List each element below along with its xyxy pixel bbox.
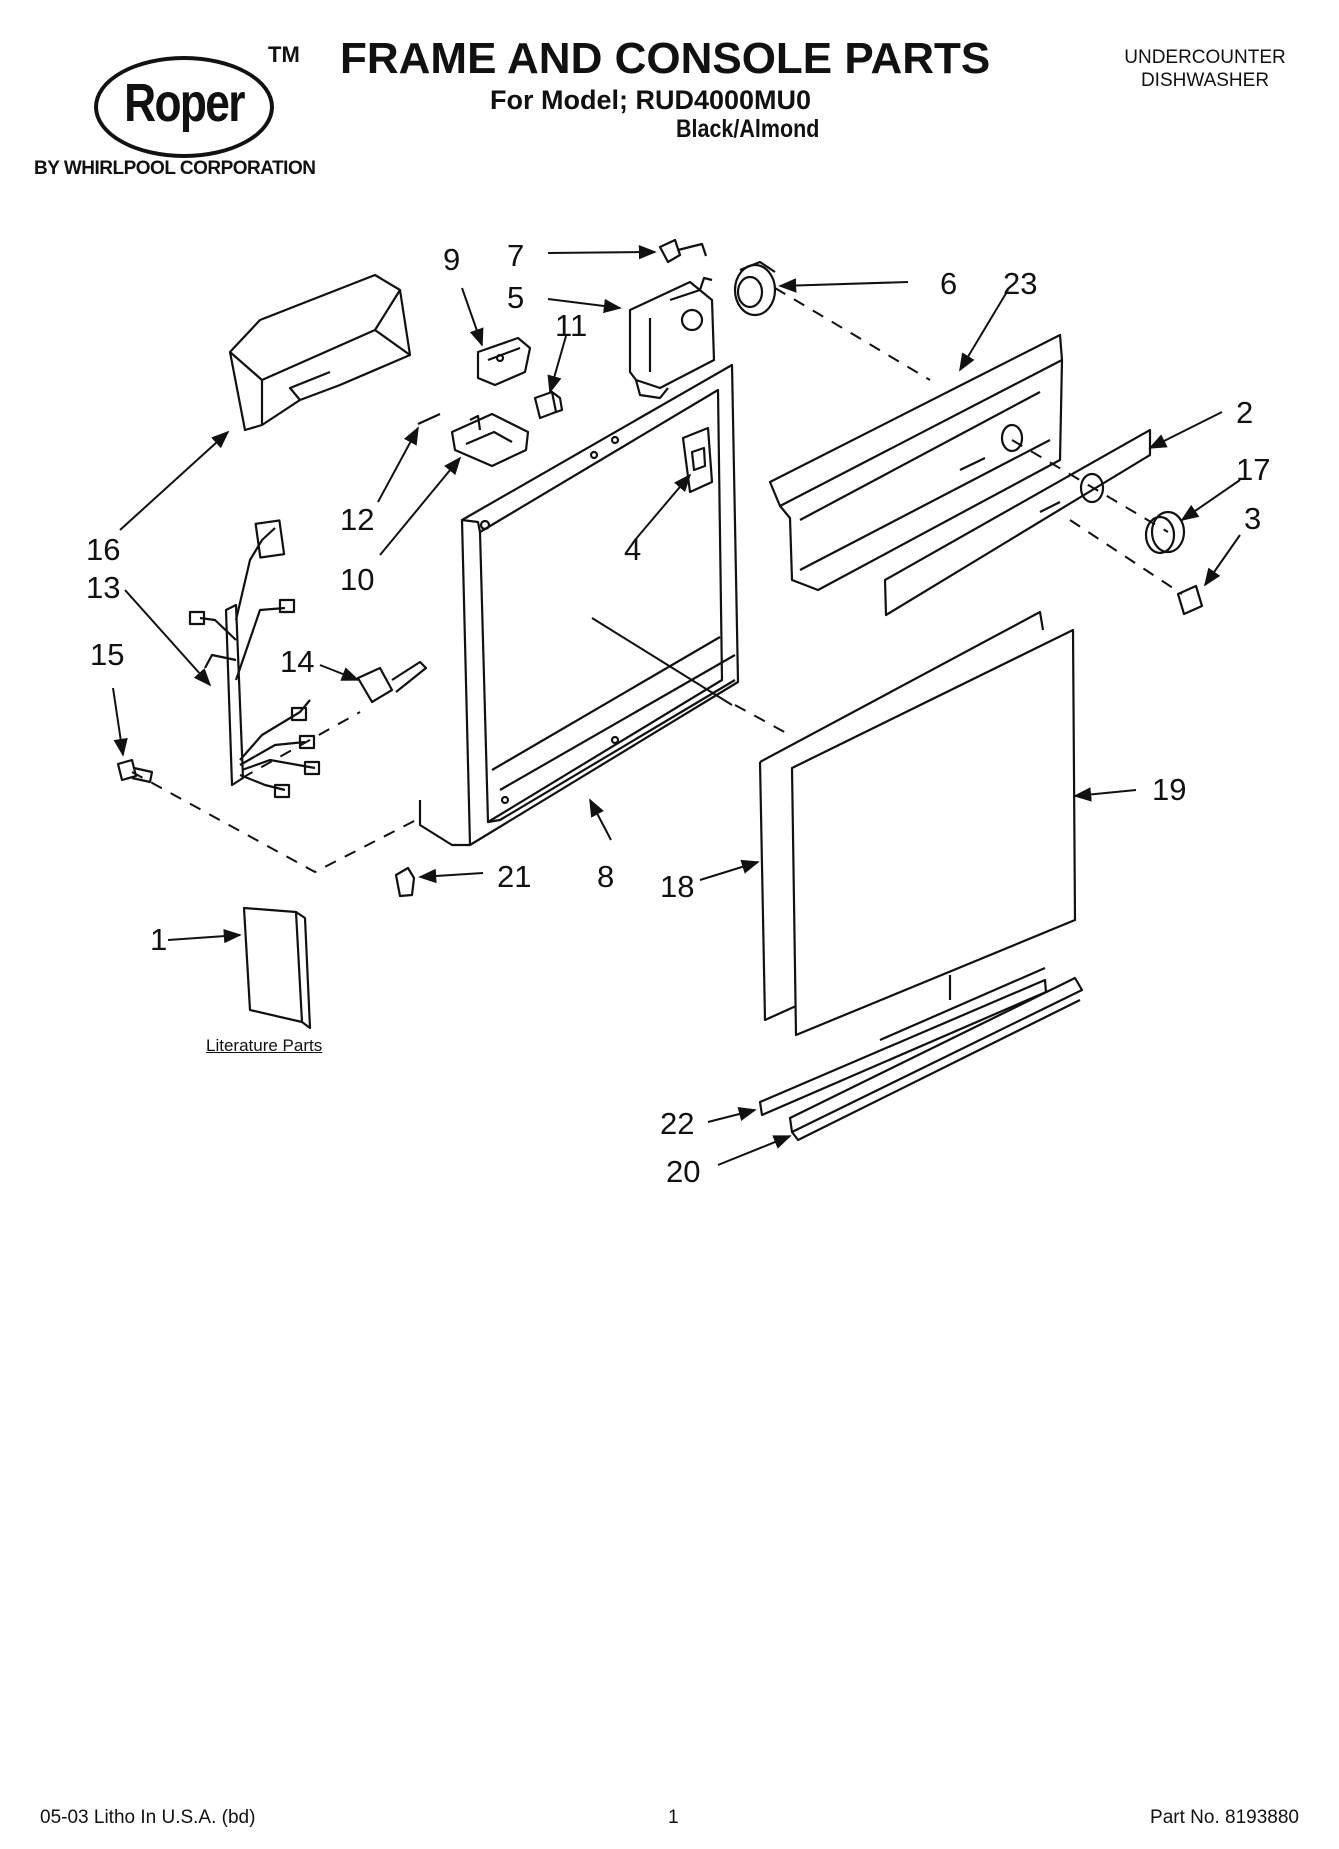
- part-12-strip: [417, 412, 441, 426]
- callout-21: 21: [497, 859, 531, 894]
- part-4-strike: [681, 426, 714, 494]
- leader-17: [1180, 479, 1241, 522]
- callout-12: 12: [340, 502, 374, 537]
- leader-12: [377, 426, 419, 503]
- leader-8: [589, 798, 612, 841]
- callout-4: 4: [624, 532, 641, 567]
- callout-23: 23: [1003, 266, 1037, 301]
- callout-15: 15: [90, 637, 124, 672]
- leader-3: [1203, 534, 1241, 587]
- leader-10: [379, 456, 462, 556]
- part-11-switch: [533, 390, 564, 420]
- callout-8: 8: [597, 859, 614, 894]
- part-17-knob: [1144, 510, 1186, 555]
- model-line: For Model; RUD4000MU0: [490, 85, 812, 115]
- callout-13: 13: [86, 570, 120, 605]
- roper-logo: Roper TM: [88, 42, 348, 170]
- part-number: Part No. 8193880: [1150, 1807, 1299, 1828]
- leader-1: [167, 928, 242, 944]
- callout-1: 1: [150, 922, 167, 957]
- part-15-screw: [116, 758, 154, 784]
- leader-19: [1073, 787, 1137, 802]
- leader-6: [778, 278, 909, 293]
- logo-text: Roper: [124, 73, 245, 133]
- leader-4: [634, 473, 692, 541]
- leader-16: [119, 430, 230, 531]
- leader-14: [319, 664, 360, 681]
- callout-6: 6: [940, 266, 957, 301]
- part-20-strip: [788, 976, 1084, 1142]
- leader-18: [699, 859, 760, 881]
- part-3-button: [1176, 584, 1204, 616]
- part-14-connector: [356, 660, 428, 704]
- trademark-mark: TM: [268, 42, 300, 67]
- part-23-console: [768, 333, 1064, 592]
- callout-20: 20: [666, 1154, 700, 1189]
- leader-15: [112, 687, 128, 757]
- leader-2: [1148, 411, 1223, 449]
- page-title: FRAME AND CONSOLE PARTS: [340, 34, 991, 83]
- leader-11: [547, 335, 567, 394]
- print-info: 05-03 Litho In U.S.A. (bd): [40, 1807, 256, 1828]
- color-variant: Black/Almond: [676, 115, 820, 143]
- part-21-clip: [394, 866, 416, 898]
- callout-19: 19: [1152, 772, 1186, 807]
- part-10-holder: [450, 412, 530, 468]
- leader-23: [959, 289, 1009, 372]
- callout-22: 22: [660, 1106, 694, 1141]
- part-18-insert: [758, 610, 1045, 1022]
- callout-9: 9: [443, 242, 460, 277]
- callout-17: 17: [1236, 452, 1270, 487]
- product-type-line2: DISHWASHER: [1140, 70, 1270, 91]
- leader-13: [124, 589, 212, 687]
- callout-5: 5: [507, 280, 524, 315]
- page-number: 1: [668, 1807, 679, 1828]
- leader-22: [707, 1107, 757, 1123]
- callout-18: 18: [660, 869, 694, 904]
- logo-oval: [94, 56, 274, 158]
- callout-7: 7: [507, 238, 524, 273]
- leader-20: [717, 1135, 792, 1166]
- callout-3: 3: [1244, 501, 1261, 536]
- callout-10: 10: [340, 562, 374, 597]
- corporation-label: BY WHIRLPOOL CORPORATION: [34, 158, 316, 179]
- callout-2: 2: [1236, 395, 1253, 430]
- leader-5: [547, 298, 622, 314]
- part-2-panel: [883, 428, 1152, 617]
- leader-9: [461, 287, 484, 347]
- part-19-door-panel: [790, 628, 1077, 1037]
- part-7-screw: [658, 238, 708, 264]
- callout-14: 14: [280, 644, 314, 679]
- part-9-bracket: [476, 336, 532, 387]
- part-8-door-frame: [418, 363, 740, 847]
- callout-11: 11: [555, 308, 587, 343]
- literature-parts-label: Literature Parts: [206, 1036, 323, 1055]
- leader-7: [547, 244, 657, 260]
- leader-21: [418, 868, 484, 884]
- part-16-cover: [228, 273, 412, 432]
- product-type-line1: UNDERCOUNTER: [1124, 47, 1286, 68]
- part-5-timer: [628, 276, 716, 400]
- callout-16: 16: [86, 532, 120, 567]
- part-6-knob: [733, 260, 777, 317]
- part-1-literature: [242, 906, 312, 1030]
- product-type: UNDERCOUNTER DISHWASHER: [1090, 46, 1320, 92]
